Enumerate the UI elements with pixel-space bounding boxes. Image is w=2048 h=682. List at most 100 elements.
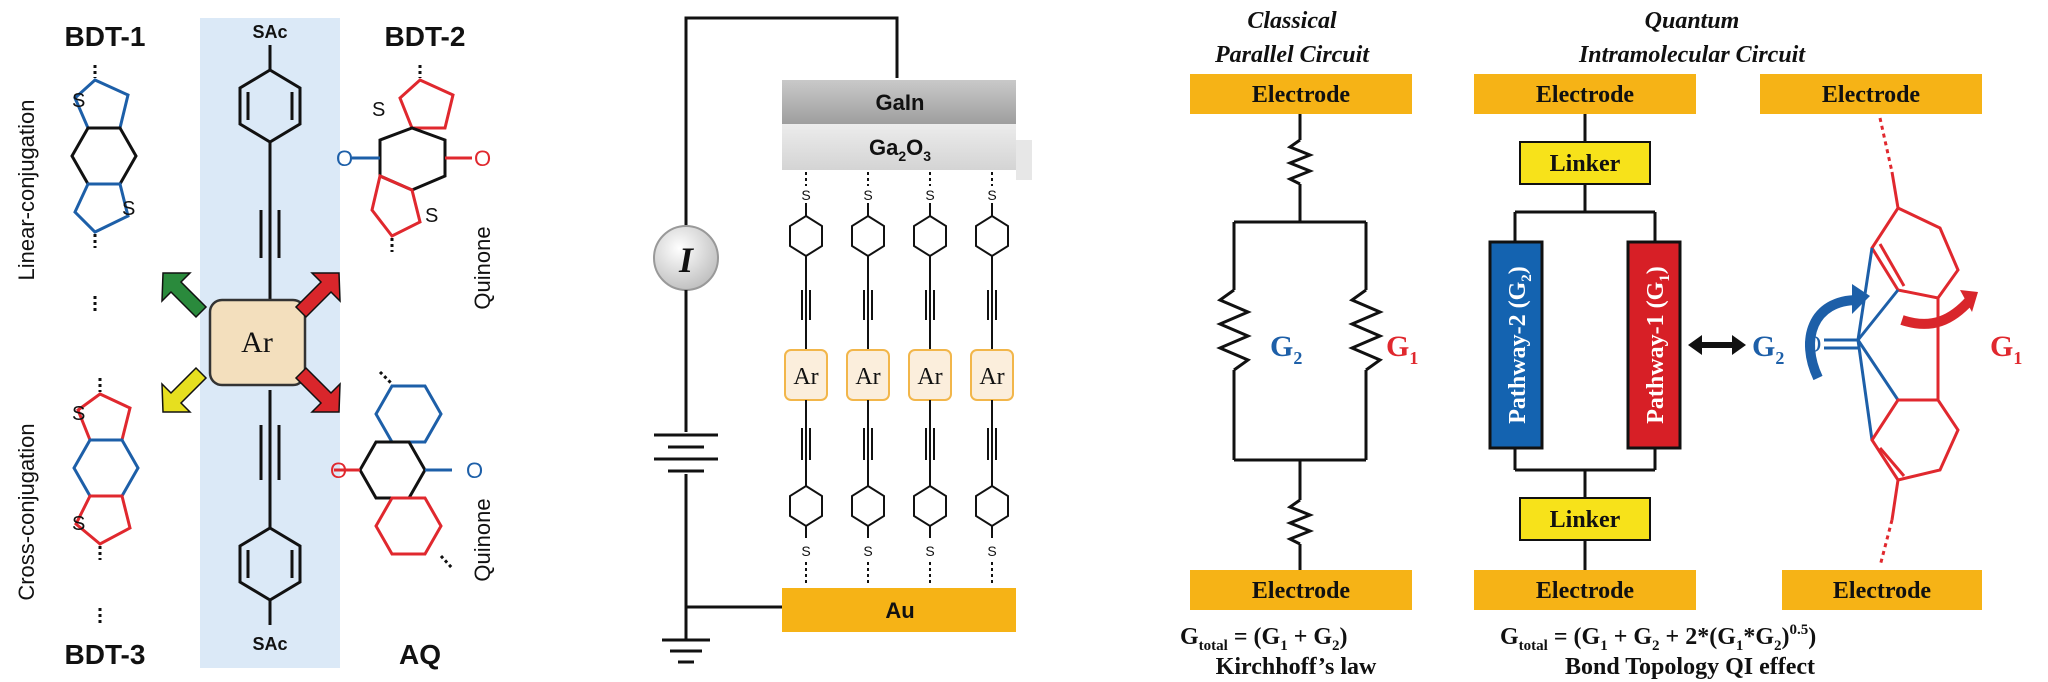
quantum-electrode-top [1474,74,1696,114]
classical-title-1: Classical [1247,8,1337,34]
green-arrow-icon [161,272,208,319]
quantum-title-1: Quantum [1645,8,1740,34]
ar-unit-label: Ar [979,364,1004,390]
resistor-g2 [1216,288,1252,372]
bdt1-s-top: S [72,90,85,112]
sulfur-atom: S [987,543,996,559]
cross-conjugation-label: Cross-conjugation [14,423,39,600]
quinone-top-label: Quinone [470,226,495,309]
linker-top-label: Linker [1550,151,1621,177]
bdt2-o-left: O [336,146,353,171]
curved-arrow-g1-icon [1900,296,1974,329]
classical-title-2: Parallel Circuit [1214,42,1370,68]
quinone-bottom-label: Quinone [470,498,495,581]
molecule-electrode-bottom-label: Electrode [1833,578,1932,604]
bdt2-s-bottom: S [425,205,438,227]
sac-bottom-label: SAc [252,634,287,654]
ar-unit-label: Ar [793,364,818,390]
classical-electrode-bottom-label: Electrode [1252,578,1351,604]
bdt2-structure [352,65,472,252]
ar-core-box [208,298,307,387]
au-label: Au [885,598,914,623]
g2-molecule-label: G2 [1752,330,1784,368]
quantum-electrode-bottom [1474,570,1696,610]
aq-o-left: O [330,458,347,483]
fluorenone-structure [1824,117,1960,567]
quantum-title-2: Intramolecular Circuit [1578,42,1806,68]
ga2o3-label: Ga2O3 [869,135,931,164]
quantum-circuit-wires [1513,114,1657,570]
bdt1-structure [70,65,138,312]
linker-bottom [1519,497,1651,541]
bdt2-o-right: O [474,146,491,171]
bdt1-label: BDT-1 [65,21,146,52]
bdt1-s-bottom: S [122,198,135,220]
gain-electrode [782,80,1016,124]
quantum-electrode-bottom-label: Electrode [1536,578,1635,604]
ga2o3-layer [782,124,1016,170]
sac-top-label: SAc [252,22,287,42]
panel-c-circuits: Classical Parallel Circuit Quantum Intra… [1180,8,2022,680]
ground-icon [662,638,710,664]
classical-electrode-top [1190,74,1412,114]
pathway-1-box [1626,240,1682,450]
bdt3-structure [72,378,140,624]
g2-classical-label: G2 [1270,330,1302,368]
linker-bottom-label: Linker [1550,507,1621,533]
pathway-2-label: Pathway-2 (G2) [1505,266,1535,423]
kirchhoff-label: Kirchhoff’s law [1216,654,1377,680]
curved-arrow-g1-head [1960,290,1978,312]
aq-o-right: O [466,458,483,483]
yellow-arrow-icon [161,366,208,413]
g1-molecule-label: G1 [1990,330,2022,368]
g1-classical-label: G1 [1386,330,1418,368]
resistor-g1 [1348,288,1384,372]
bdt2-label: BDT-2 [385,21,466,52]
bdt3-s-top: S [72,403,85,425]
ar-unit-label: Ar [917,364,942,390]
red-arrow-icon-top [294,272,341,319]
bdt3-s-bottom: S [72,513,85,535]
central-molecule: SAc SAc [238,22,302,654]
aq-structure [334,370,454,570]
bdt2-s-top: S [372,99,385,121]
linear-conjugation-label: Linear-conjugation [14,99,39,280]
sulfur-atom: S [925,187,934,203]
molecule-electrode-top [1760,74,1982,114]
classical-electrode-bottom [1190,570,1412,610]
ammeter-label: I [678,240,695,280]
aq-label: AQ [399,639,441,670]
classical-circuit-wires [1216,114,1384,570]
ar-core-label: Ar [241,326,273,359]
molecule-electrode-top-label: Electrode [1822,82,1921,108]
classical-electrode-top-label: Electrode [1252,82,1351,108]
pathway-1-label: Pathway-1 (G1) [1643,266,1673,423]
panel-a-molecules: SAc SAc Ar [14,18,495,670]
sulfur-atom: S [863,543,872,559]
sulfur-atom: S [863,187,872,203]
battery-icon [654,433,718,473]
quantum-electrode-top-label: Electrode [1536,82,1635,108]
curved-arrow-g2-icon [1805,295,1859,381]
au-electrode [782,588,1016,632]
classical-formula: Gtotal = (G1 + G2) [1180,624,1348,654]
linker-top [1519,141,1651,185]
sulfur-atom: S [801,543,810,559]
pathway-2-box [1488,240,1544,450]
series-resistor-bottom [1285,498,1315,546]
sulfur-atom: S [987,187,996,203]
gain-label: GaIn [876,90,925,115]
series-resistor-top [1285,138,1315,186]
ar-unit-label: Ar [855,364,880,390]
circuit-wire-top [684,16,899,225]
red-arrow-icon-bottom [294,366,341,413]
quantum-formula: Gtotal = (G1 + G2 + 2*(G1*G2)0.5) [1500,622,1816,654]
qi-effect-label: Bond Topology QI effect [1565,654,1815,680]
sulfur-atom: S [925,543,934,559]
curved-arrow-g2-head [1852,284,1870,314]
